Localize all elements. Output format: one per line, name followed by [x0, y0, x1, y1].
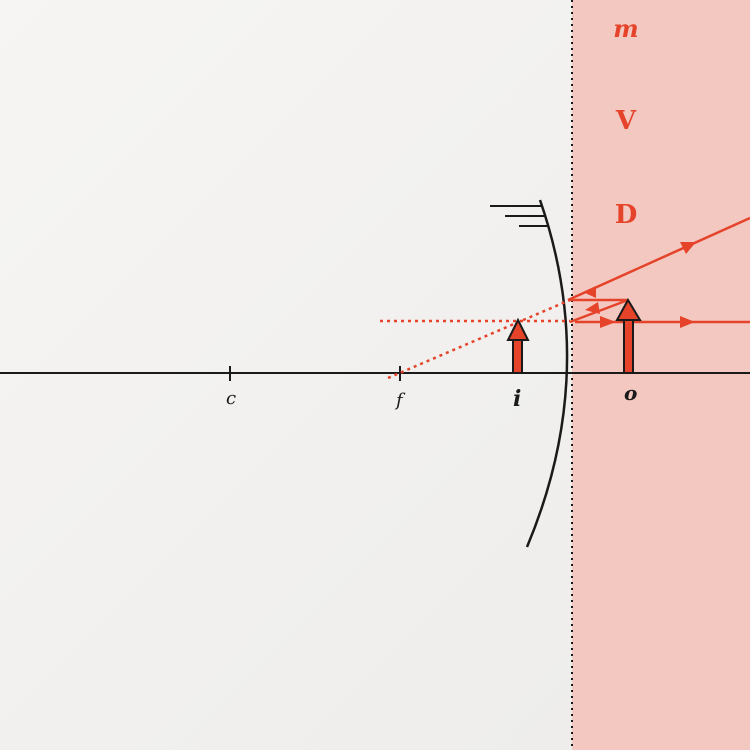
- center-label: c: [226, 388, 236, 409]
- image-arrow-head: [506, 317, 530, 341]
- focus-label: f: [394, 390, 406, 411]
- ray-arrow-3: [583, 286, 596, 298]
- image-arrow-icon: [512, 336, 523, 374]
- concave-mirror-icon: [525, 199, 569, 548]
- reflected-ray-diverging: [567, 216, 750, 302]
- behind-mirror-region: [572, 0, 750, 750]
- diminished-label: D: [614, 200, 638, 230]
- front-of-mirror-region: [0, 0, 572, 750]
- object-arrow-head: [615, 297, 642, 321]
- ray-arrow-2: [680, 242, 696, 254]
- image-label: i: [513, 386, 521, 412]
- virtual-label: V: [615, 106, 637, 136]
- virtual-ray-diagonal: [387, 298, 571, 380]
- ray-arrow-1: [680, 316, 695, 328]
- ray-arrow-4: [600, 316, 616, 328]
- object-label: o: [624, 381, 637, 405]
- object-arrow-icon: [623, 317, 634, 374]
- ray-arrow-5: [585, 302, 600, 314]
- magnification-label: m: [613, 14, 639, 43]
